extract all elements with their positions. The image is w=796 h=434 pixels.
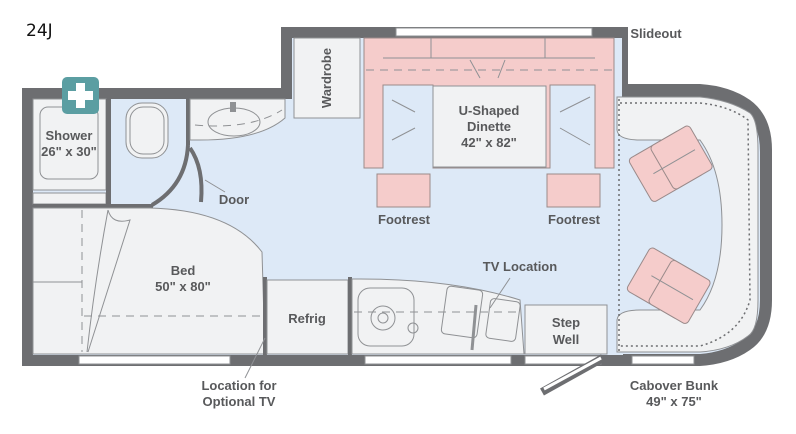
footrest-left-label: Footrest — [378, 212, 431, 227]
step-well: Step Well — [524, 304, 608, 355]
bed-size: 50" x 80" — [155, 279, 211, 294]
step-well-label-2: Well — [553, 332, 580, 347]
wardrobe: Wardrobe — [293, 37, 361, 119]
dinette-size: 42" x 82" — [461, 135, 517, 150]
model-name: 24J — [26, 21, 53, 41]
bathroom-sink — [189, 98, 286, 141]
windows — [78, 27, 695, 365]
cabover-label: Cabover Bunk — [630, 378, 719, 393]
dinette-label: U-Shaped — [459, 103, 520, 118]
bed-label: Bed — [171, 263, 196, 278]
step-well-label: Step — [552, 315, 580, 330]
entry-door[interactable] — [540, 354, 605, 396]
optional-tv-label: Location for — [201, 378, 276, 393]
shower-label: Shower — [46, 128, 93, 143]
footrests: Footrest Footrest — [376, 173, 601, 227]
toilet-room: Door — [125, 99, 249, 207]
cab-seats — [626, 125, 713, 324]
wardrobe-label: Wardrobe — [319, 48, 334, 108]
galley: TV Location — [351, 259, 557, 355]
refrig-label: Refrig — [288, 311, 326, 326]
dinette-label-2: Dinette — [467, 119, 511, 134]
tv-location-label: TV Location — [483, 259, 557, 274]
slideout-label: Slideout — [630, 26, 682, 41]
door-label: Door — [219, 192, 249, 207]
u-shaped-dinette: U-Shaped Dinette 42" x 82" — [363, 37, 615, 169]
footrest-right-label: Footrest — [548, 212, 601, 227]
refrigerator: Refrig — [244, 277, 352, 379]
shower-size: 26" x 30" — [41, 144, 97, 159]
cabover-bunk — [616, 96, 759, 353]
toilet-icon — [125, 102, 169, 159]
medical-badge — [62, 77, 99, 114]
bed: Bed 50" x 80" — [32, 207, 266, 355]
bathroom-door — [150, 144, 190, 207]
sink-icon — [440, 285, 484, 339]
door-swing — [188, 146, 204, 203]
cabover-size: 49" x 75" — [646, 394, 702, 409]
optional-tv-label-2: Optional TV — [203, 394, 276, 409]
stove-icon — [357, 287, 415, 347]
shower: Shower 26" x 30" — [32, 98, 153, 208]
